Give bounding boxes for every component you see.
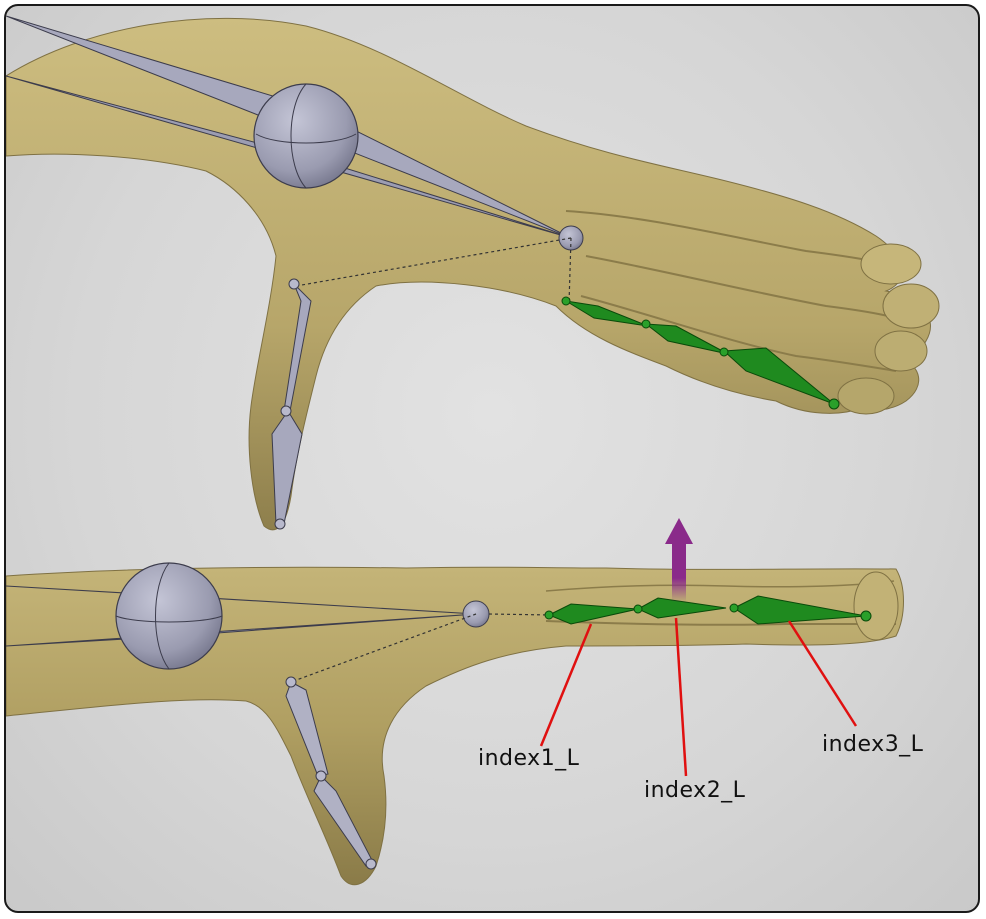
bottom-wrist-joint-sphere xyxy=(116,563,222,669)
viewport-scene xyxy=(6,6,980,913)
top-wrist-joint-sphere xyxy=(254,84,358,188)
label-index3: index3_L xyxy=(822,732,923,757)
viewport-frame: index1_L index2_L index3_L xyxy=(4,4,980,913)
label-index2: index2_L xyxy=(644,778,745,803)
label-index1: index1_L xyxy=(478,746,579,771)
top-hand-mesh xyxy=(6,18,939,529)
